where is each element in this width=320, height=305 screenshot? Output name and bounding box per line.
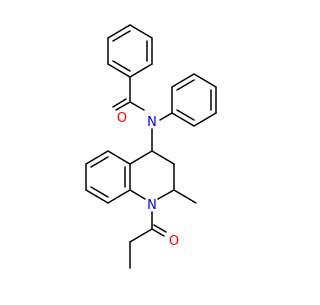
molecule-structure: O N N O bbox=[85, 24, 217, 269]
propanoyl-oxygen-label: O bbox=[169, 234, 179, 249]
fused-benzene-ring bbox=[85, 150, 131, 204]
amide-oxygen-label: O bbox=[117, 111, 127, 126]
benzoyl-phenyl-ring bbox=[107, 24, 153, 78]
ring-nitrogen-label: N bbox=[147, 198, 157, 213]
molecule-canvas: O N N O bbox=[85, 24, 217, 269]
n-phenyl-ring bbox=[159, 73, 217, 127]
amide-nitrogen-label: N bbox=[147, 115, 157, 130]
propanoyl-group bbox=[129, 211, 167, 269]
benzamide-carbonyl bbox=[112, 76, 145, 111]
tetrahydro-ring bbox=[129, 150, 175, 200]
methyl-group bbox=[173, 189, 197, 204]
